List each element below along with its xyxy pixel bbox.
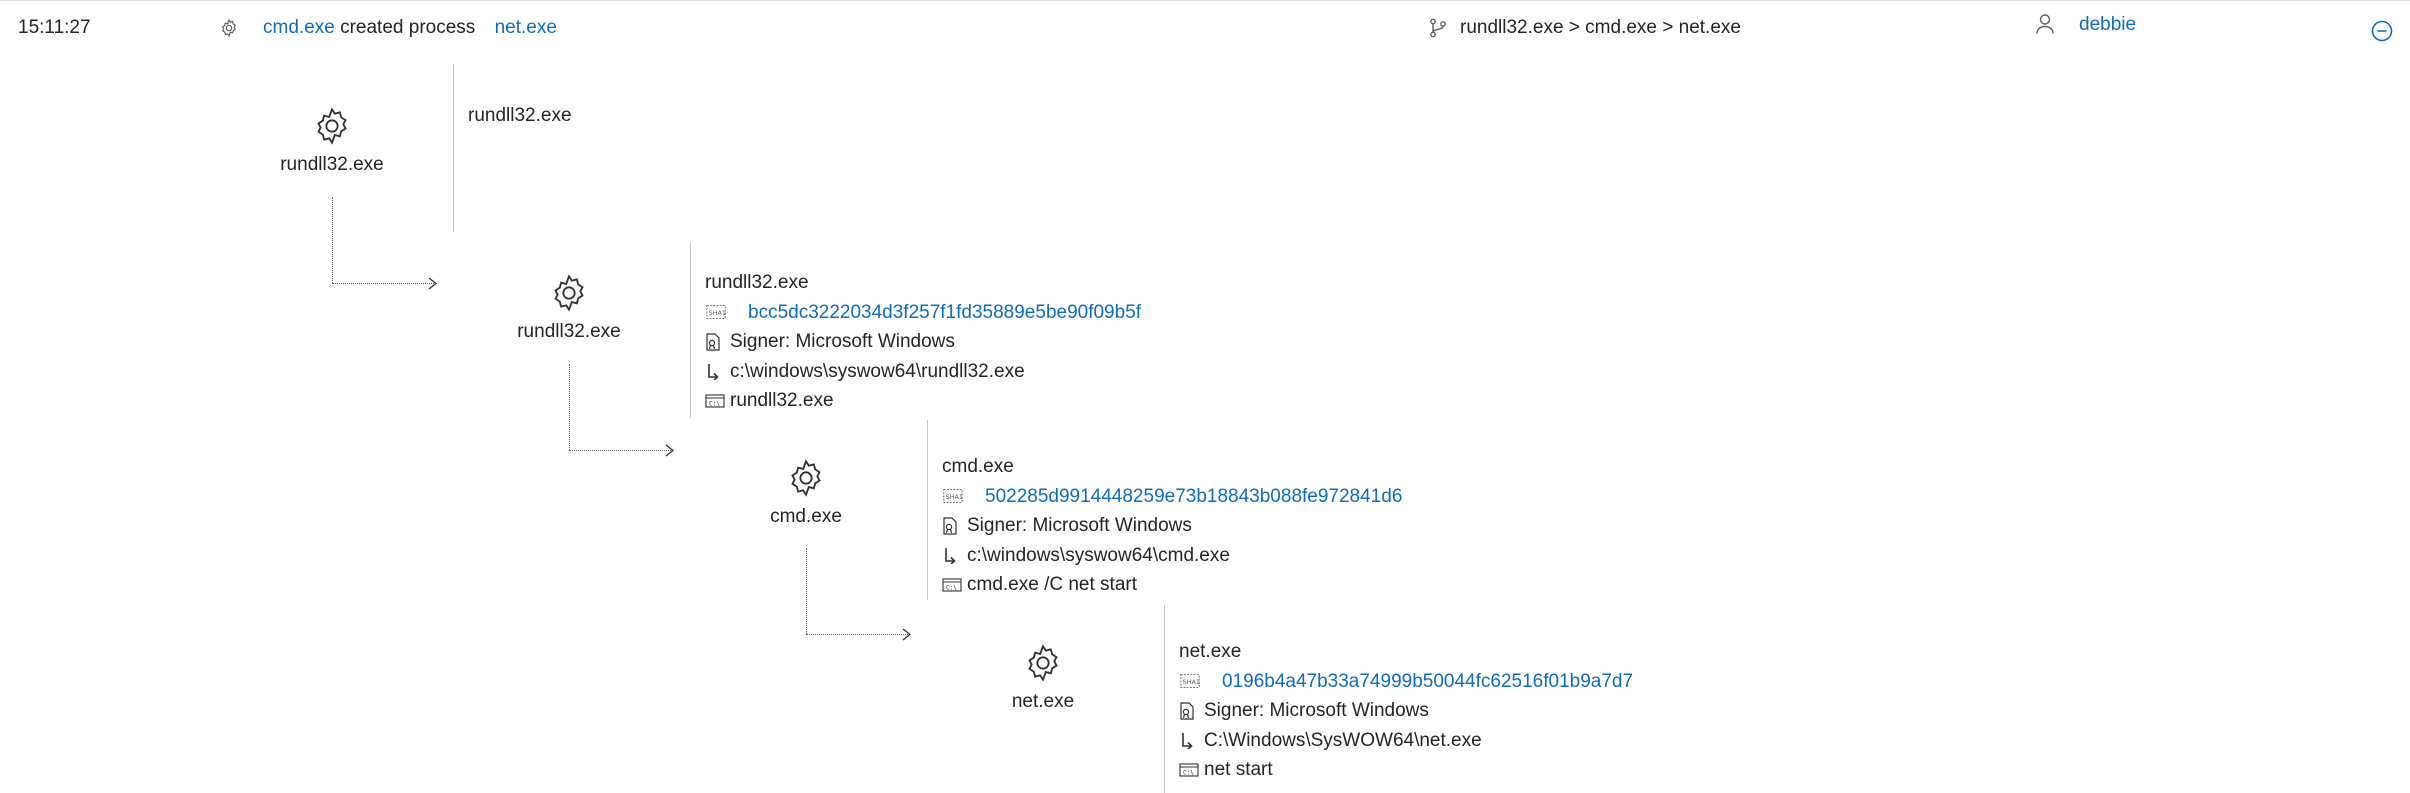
cmdline-row: C:\ net start [1179,755,1633,785]
path-arrow-icon [1179,731,1201,750]
process-name-row: rundll32.exe [468,101,572,131]
person-icon [2035,13,2055,35]
process-details: rundll32.exe SHA1 bcc5dc3222034d3f257f1f… [705,268,1141,416]
arrow-right-icon [428,277,438,295]
hash-row: SHA1 bcc5dc3222034d3f257f1fd35889e5be90f… [705,298,1141,328]
certificate-icon [705,333,727,351]
node-label: net.exe [1011,691,1075,712]
file-path: c:\windows\syswow64\rundll32.exe [730,360,1025,382]
sha1-hash-link[interactable]: bcc5dc3222034d3f257f1fd35889e5be90f09b5f [748,301,1142,323]
file-path: C:\Windows\SysWOW64\net.exe [1204,729,1482,751]
gear-icon [786,458,826,498]
process-node-net[interactable]: net.exe [973,643,1113,714]
process-node-rundll32-root[interactable]: rundll32.exe [262,106,402,177]
sha1-icon: SHA1 [1179,672,1201,690]
cmdline-row: C:\ cmd.exe /C net start [942,570,1402,600]
tree-connector [569,450,671,451]
arrow-right-icon [665,444,675,462]
hash-row: SHA1 502285d9914448259e73b18843b088fe972… [942,482,1402,512]
console-icon: C:\ [1179,762,1201,778]
certificate-icon [1179,702,1201,720]
gear-icon [312,106,352,146]
process-name: cmd.exe [942,456,1014,477]
svg-text:SHA1: SHA1 [709,309,726,317]
tree-connector [332,197,333,283]
signer-text: Signer: Microsoft Windows [730,331,955,352]
tree-connector [569,364,570,450]
tree-connector [806,548,807,634]
svg-text:SHA1: SHA1 [1183,678,1200,686]
tree-connector [806,634,908,635]
console-icon: C:\ [705,393,727,409]
process-details: cmd.exe SHA1 502285d9914448259e73b18843b… [942,452,1402,600]
sha1-icon: SHA1 [942,487,964,505]
sha1-icon: SHA1 [705,303,727,321]
path-row: C:\Windows\SysWOW64\net.exe [1179,726,1633,756]
node-label: cmd.exe [770,506,842,527]
event-actor-link[interactable]: cmd.exe [263,17,335,38]
svg-text:C:\: C:\ [946,584,957,591]
command-line: net start [1204,759,1273,780]
event-verb: created process [340,17,476,38]
signer-row: Signer: Microsoft Windows [1179,696,1633,726]
event-time: 15:11:27 [18,17,91,38]
event-target-link[interactable]: net.exe [494,17,557,38]
tree-connector [332,283,434,284]
process-name-row: rundll32.exe [705,268,1141,298]
process-name-row: net.exe [1179,637,1633,667]
top-divider [0,0,2410,1]
process-node-cmd[interactable]: cmd.exe [736,458,876,529]
node-label: rundll32.exe [517,321,621,342]
arrow-right-icon [902,628,912,646]
user-link[interactable]: debbie [2079,14,2137,35]
process-chain: rundll32.exe > cmd.exe > net.exe [1460,17,1741,38]
signer-text: Signer: Microsoft Windows [967,515,1192,536]
certificate-icon [942,517,964,535]
branch-icon [1429,18,1447,38]
detail-separator [690,242,691,418]
detail-separator [1164,605,1165,793]
node-label: rundll32.exe [280,154,384,175]
process-details: net.exe SHA1 0196b4a47b33a74999b50044fc6… [1179,637,1633,785]
file-path: c:\windows\syswow64\cmd.exe [967,544,1230,566]
sha1-hash-link[interactable]: 502285d9914448259e73b18843b088fe972841d6 [985,485,1403,507]
process-node-rundll32-child[interactable]: rundll32.exe [499,273,639,344]
minus-circle-icon[interactable] [2371,20,2393,42]
detail-separator [927,420,928,600]
svg-text:SHA1: SHA1 [946,493,963,501]
signer-row: Signer: Microsoft Windows [942,511,1402,541]
sha1-hash-link[interactable]: 0196b4a47b33a74999b50044fc62516f01b9a7d7 [1222,670,1634,692]
svg-text:C:\: C:\ [709,400,720,407]
process-name-row: cmd.exe [942,452,1402,482]
event-summary: cmd.exe created process net.exe [263,14,557,42]
command-line: cmd.exe /C net start [967,574,1138,595]
process-name: rundll32.exe [705,272,809,293]
process-name: rundll32.exe [468,105,572,126]
path-arrow-icon [705,362,727,381]
hash-row: SHA1 0196b4a47b33a74999b50044fc62516f01b… [1179,667,1633,697]
signer-text: Signer: Microsoft Windows [1204,700,1429,721]
cmdline-row: C:\ rundll32.exe [705,386,1141,416]
path-row: c:\windows\syswow64\cmd.exe [942,541,1402,571]
detail-separator [453,64,454,232]
command-line: rundll32.exe [730,390,834,411]
console-icon: C:\ [942,577,964,593]
gear-icon [1023,643,1063,683]
svg-text:C:\: C:\ [1183,769,1194,776]
path-row: c:\windows\syswow64\rundll32.exe [705,357,1141,387]
process-details: rundll32.exe [468,101,572,131]
gear-icon [219,18,239,38]
signer-row: Signer: Microsoft Windows [705,327,1141,357]
path-arrow-icon [942,546,964,565]
gear-icon [549,273,589,313]
process-name: net.exe [1179,641,1242,662]
